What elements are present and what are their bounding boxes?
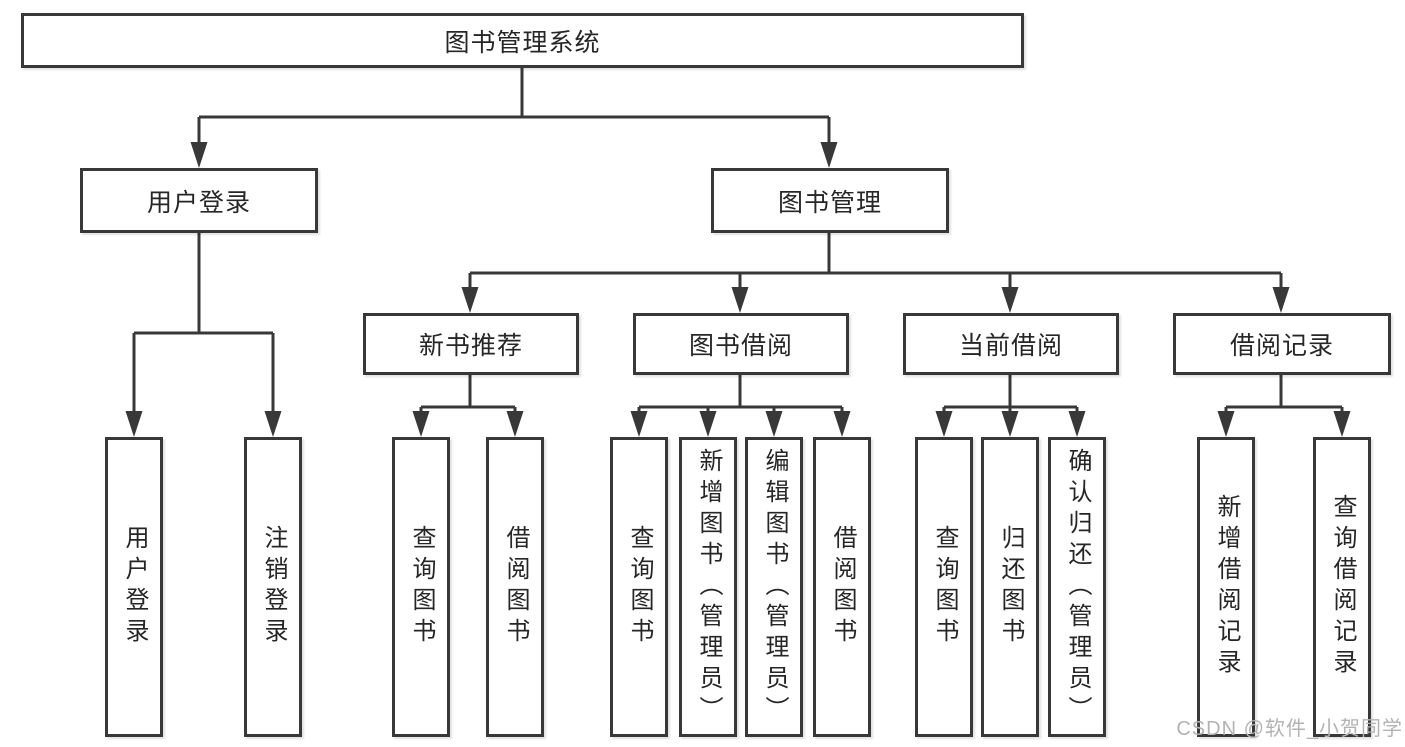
leaf-label: 用户登录	[121, 525, 148, 649]
leaf-user-login: 用户登录	[105, 437, 163, 737]
leaf-label: 新增图书（管理员）	[695, 447, 722, 727]
node-label: 用户登录	[146, 188, 251, 217]
leaf-return-books: 归还图书	[981, 437, 1039, 737]
node-current-borrow: 当前借阅	[903, 313, 1119, 375]
node-label: 借阅记录	[1229, 332, 1334, 360]
node-label: 新书推荐	[418, 332, 523, 360]
node-label: 图书管理	[777, 188, 882, 217]
node-label: 图书管理系统	[444, 28, 601, 57]
leaf-label: 查询借阅记录	[1329, 494, 1356, 680]
leaf-edit-books-admin: 编辑图书（管理员）	[745, 437, 803, 737]
leaf-label: 注销登录	[260, 525, 287, 649]
leaf-label: 归还图书	[997, 525, 1024, 649]
arrowheads	[125, 142, 1351, 437]
leaf-confirm-return-admin: 确认归还（管理员）	[1048, 437, 1106, 737]
node-user-login: 用户登录	[80, 168, 318, 233]
leaf-query-books-borrow: 查询图书	[610, 437, 668, 737]
leaf-logout: 注销登录	[244, 437, 302, 737]
leaf-add-books-admin: 新增图书（管理员）	[679, 437, 737, 737]
leaf-label: 新增借阅记录	[1213, 494, 1240, 680]
leaf-borrow-books: 借阅图书	[813, 437, 871, 737]
leaf-label: 编辑图书（管理员）	[761, 447, 788, 727]
node-label: 图书借阅	[688, 332, 793, 360]
leaf-label: 借阅图书	[829, 525, 856, 649]
node-label: 当前借阅	[958, 332, 1063, 360]
leaf-label: 查询图书	[626, 525, 653, 649]
leaf-borrow-books-recommend: 借阅图书	[486, 437, 544, 737]
node-borrow-record: 借阅记录	[1173, 313, 1391, 375]
leaf-query-books-recommend: 查询图书	[392, 437, 450, 737]
leaf-label: 查询图书	[408, 525, 435, 649]
leaf-label: 查询图书	[931, 525, 958, 649]
csdn-watermark: CSDN @软件_小贺同学	[1176, 718, 1403, 740]
node-book-borrow: 图书借阅	[633, 313, 849, 375]
leaf-query-borrow-record: 查询借阅记录	[1313, 437, 1371, 737]
leaf-label: 借阅图书	[502, 525, 529, 649]
node-new-book-recommend: 新书推荐	[363, 313, 579, 375]
leaf-add-borrow-record: 新增借阅记录	[1197, 437, 1255, 737]
leaf-query-books-current: 查询图书	[915, 437, 973, 737]
node-book-management: 图书管理	[711, 168, 949, 233]
leaf-label: 确认归还（管理员）	[1064, 447, 1091, 727]
node-root-system: 图书管理系统	[21, 13, 1024, 68]
